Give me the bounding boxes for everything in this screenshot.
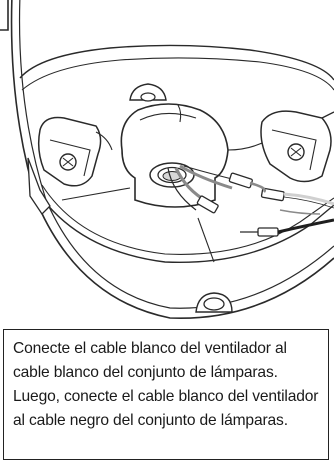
mounting-plate-bottom-edge [29,179,334,264]
wire-connector [260,187,285,202]
instruction-text: Conecte el cable blanco del ventilador a… [13,340,319,429]
wiring-illustration [0,0,334,320]
light-kit-black-wire [277,218,334,234]
fan-mounting-plate-drawing [0,0,334,320]
central-hub [120,103,229,208]
canopy-outer-rim [10,0,334,320]
bottom-mount-hole [203,297,225,311]
instruction-box: Conecte el cable blanco del ventilador a… [3,329,329,460]
wire-connector [257,227,279,237]
light-kit-white-wire [283,192,334,206]
wire-connector [196,195,219,214]
mounting-plate-top-edge [19,44,334,81]
left-bracket [37,116,102,187]
